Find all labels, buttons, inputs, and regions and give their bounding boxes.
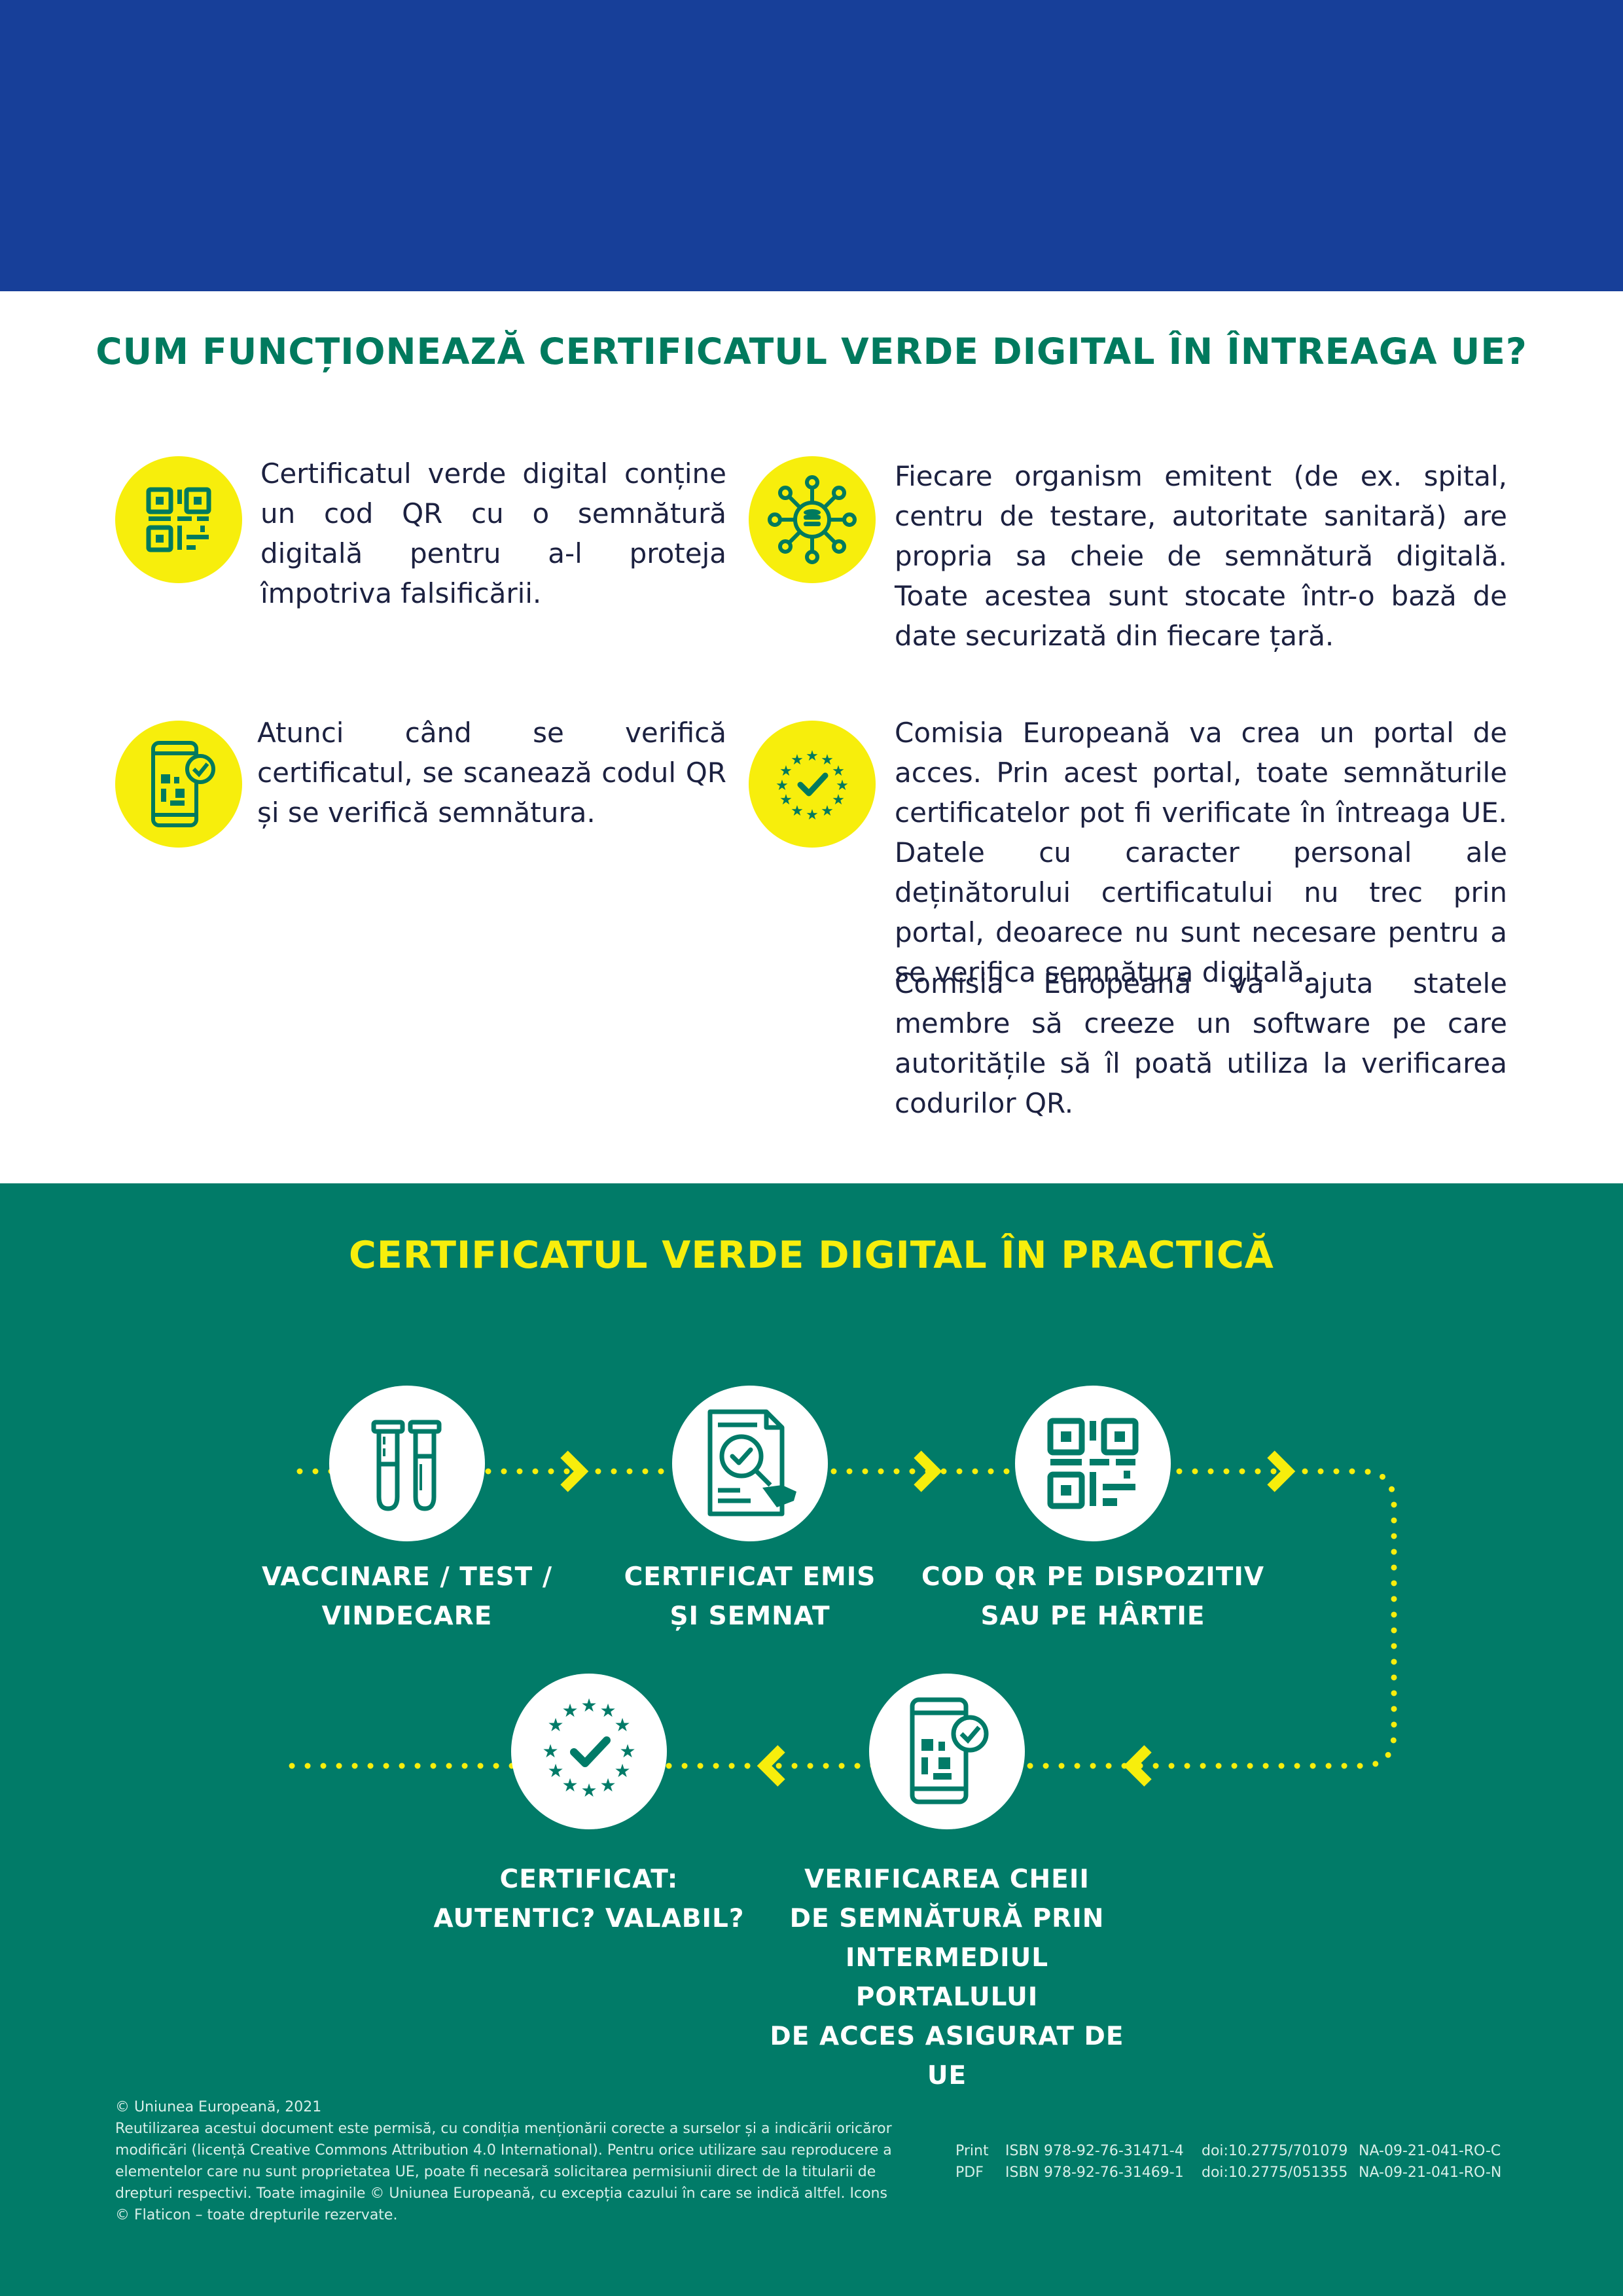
svg-text:★: ★ [562,1700,578,1721]
svg-text:★: ★ [614,1760,630,1782]
svg-text:★: ★ [547,1760,563,1782]
copyright: © Uniunea Europeană, 2021 [115,2099,322,2115]
step-label-qr-device: COD QR PE DISPOZITIV SAU PE HÂRTIE [921,1562,1265,1631]
publication-format: PDF [955,2164,984,2181]
publication-catalogue: NA-09-21-041-RO-C [1359,2143,1501,2159]
svg-text:★: ★ [791,803,804,819]
eu-stars-check-icon: ★ ★ ★ ★ ★ ★ ★ ★ ★ ★ ★ ★ [511,1674,667,1829]
feature-text-qr: Certificatul verde digital conține un co… [260,457,726,609]
svg-text:★: ★ [547,1714,563,1736]
qr-code-icon [115,456,242,583]
step-label-portal-verification: VERIFICAREA CHEII DE SEMNĂTURĂ PRIN INTE… [770,1865,1124,2090]
svg-text:★: ★ [791,752,804,768]
svg-text:★: ★ [821,803,834,819]
document-magnifier-icon [672,1386,828,1541]
reuse-notice: Reutilizarea acestui document este permi… [115,2121,892,2223]
step-label-certificate-issued: CERTIFICAT EMIS ȘI SEMNAT [624,1562,876,1631]
svg-text:★: ★ [599,1774,616,1796]
publication-isbn: ISBN 978-92-76-31471-4 [1005,2143,1184,2159]
phone-scan-check-icon [115,721,242,848]
eu-stars-check-icon: ★ ★ ★ ★ ★ ★ ★ ★ ★ ★ ★ ★ [749,721,876,848]
svg-text:★: ★ [832,763,845,780]
svg-text:★: ★ [821,752,834,768]
step-label-authentic-valid: CERTIFICAT: AUTENTIC? VALABIL? [433,1865,745,1933]
phone-scan-check-icon [869,1674,1025,1829]
section2-title: CERTIFICATUL VERDE DIGITAL ÎN PRACTICĂ [349,1234,1274,1277]
footer-legal: © Uniunea Europeană, 2021 Reutilizarea a… [115,2096,901,2226]
database-network-icon [749,456,876,583]
step-label-vaccination: VACCINARE / TEST / VINDECARE [261,1562,553,1631]
practice-section [0,1183,1623,2296]
svg-text:★: ★ [599,1700,616,1721]
publication-isbn: ISBN 978-92-76-31469-1 [1005,2164,1184,2181]
feature-text-portal: Comisia Europeană va crea un portal de a… [895,717,1507,988]
arrow-right-icon [914,1450,942,1492]
feature-text-database: Fiecare organism emitent (de ex. spital,… [895,460,1507,652]
svg-text:★: ★ [806,748,819,764]
feature-text-verification: Atunci când se verifică certificatul, se… [257,717,726,829]
svg-text:★: ★ [832,792,845,808]
svg-text:★: ★ [580,1780,597,1801]
svg-text:★: ★ [614,1714,630,1736]
publication-row-pdf: PDF ISBN 978-92-76-31469-1 doi:10.2775/0… [955,2162,1516,2183]
publication-row-print: Print ISBN 978-92-76-31471-4 doi:10.2775… [955,2140,1516,2162]
section1-title: CUM FUNCȚIONEAZĂ CERTIFICATUL VERDE DIGI… [96,331,1527,372]
arrow-right-icon [1267,1450,1296,1492]
arrow-left-icon [757,1745,785,1787]
arrow-left-icon [1123,1745,1152,1787]
svg-text:★: ★ [619,1740,635,1762]
publication-info: Print ISBN 978-92-76-31471-4 doi:10.2775… [955,2140,1516,2183]
publication-format: Print [955,2143,989,2159]
arrow-right-icon [560,1450,589,1492]
svg-text:★: ★ [836,778,849,794]
svg-text:★: ★ [562,1774,578,1796]
svg-text:★: ★ [779,792,793,808]
feature-text-software: Comisia Europeană va ajuta statele membr… [895,967,1507,1119]
svg-text:★: ★ [779,763,793,780]
publication-catalogue: NA-09-21-041-RO-N [1359,2164,1502,2181]
publication-doi: doi:10.2775/701079 [1202,2143,1348,2159]
test-tubes-icon [329,1386,485,1541]
top-blue-band [0,0,1623,291]
svg-text:★: ★ [542,1740,558,1762]
publication-doi: doi:10.2775/051355 [1202,2164,1348,2181]
svg-text:★: ★ [776,778,789,794]
svg-text:★: ★ [806,807,819,823]
flow-path [285,1450,1397,1787]
svg-text:★: ★ [580,1695,597,1716]
qr-code-icon [1015,1386,1171,1541]
